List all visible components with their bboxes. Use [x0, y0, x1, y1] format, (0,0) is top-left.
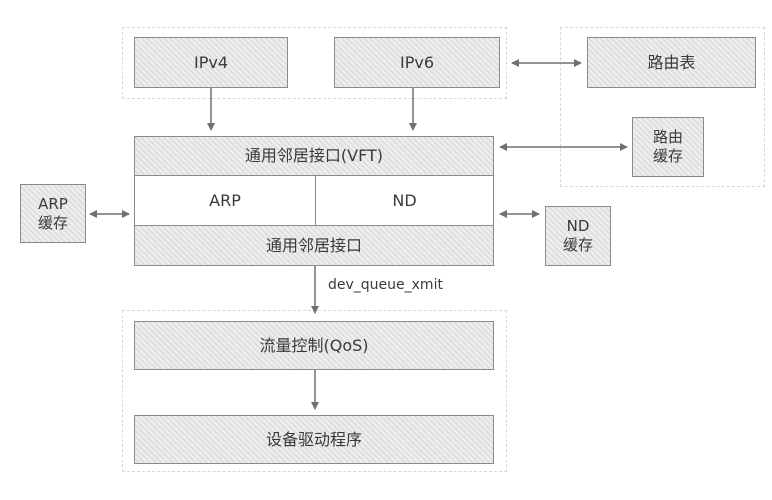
neigh-iface-box: 通用邻居接口 — [134, 225, 494, 266]
ipv6-box: IPv6 — [334, 37, 500, 88]
arp-box: ARP — [134, 175, 316, 226]
nd-box: ND — [315, 175, 494, 226]
ipv4-box: IPv4 — [134, 37, 288, 88]
route-table-box: 路由表 — [587, 37, 756, 88]
driver-box: 设备驱动程序 — [134, 415, 494, 464]
arp-cache-box: ARP 缓存 — [20, 184, 86, 243]
xmit-label: dev_queue_xmit — [328, 277, 443, 293]
route-cache-box: 路由 缓存 — [632, 117, 704, 177]
qos-box: 流量控制(QoS) — [134, 321, 494, 370]
vft-box: 通用邻居接口(VFT) — [134, 136, 494, 176]
protocol-region — [122, 27, 507, 99]
nd-cache-box: ND 缓存 — [545, 206, 611, 266]
routing-region — [560, 27, 765, 187]
